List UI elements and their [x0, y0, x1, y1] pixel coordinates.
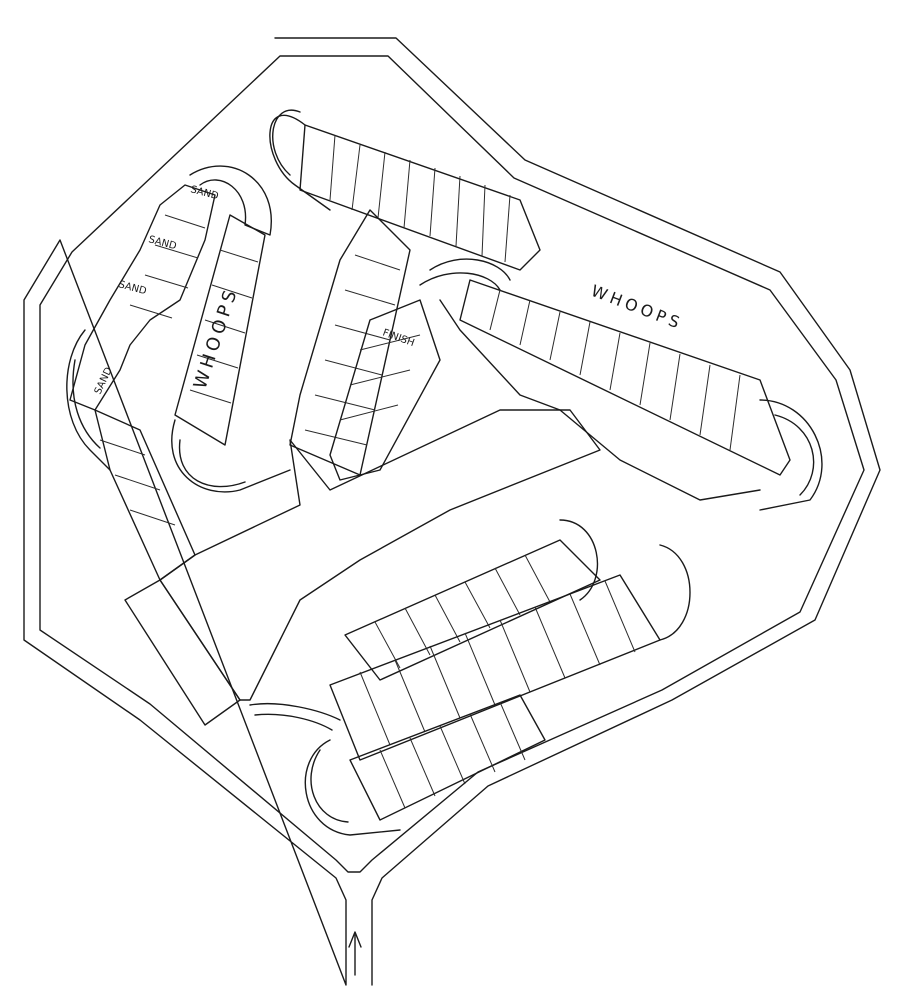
turn-left-top	[189, 165, 272, 236]
sand-section-segments	[129, 214, 206, 319]
whoops-straight-top	[299, 124, 541, 271]
straight-lower-upper	[344, 539, 601, 681]
turn-sand-left	[66, 329, 111, 471]
turn-lower-right	[559, 519, 691, 641]
chute-upper-middle	[289, 209, 411, 476]
straight-lower-bottom-rungs	[379, 701, 526, 809]
turn-bottom-entry	[249, 702, 341, 731]
whoops-right-segments	[489, 289, 741, 451]
chute-upper-middle-rungs	[304, 254, 401, 446]
sand-label-1: SAND	[189, 184, 220, 202]
whoops-label-left: WHOOPS	[190, 284, 243, 391]
sand-label-2: SAND	[147, 234, 178, 252]
whoops-straight-left	[174, 214, 266, 446]
whoops-top-segments	[329, 134, 511, 263]
straight-lower-middle-rungs	[359, 580, 636, 746]
outer-fence-inner-line	[39, 55, 865, 873]
chute-left-lower-rungs	[99, 439, 176, 526]
straight-lower-middle	[329, 574, 661, 761]
entrance-arrow-head	[348, 931, 362, 948]
turn-left-bottom	[171, 419, 291, 493]
finish-label: FINISH	[381, 327, 416, 349]
turn-top-left-berm	[269, 109, 331, 211]
chute-right-to-finish	[439, 299, 761, 501]
sand-label-4: SAND	[93, 365, 115, 396]
sand-section-outline	[69, 184, 216, 411]
straight-lower-bottom	[349, 694, 546, 821]
finish-chute	[329, 299, 441, 481]
turn-bottom-left	[304, 739, 401, 836]
start-gate	[124, 579, 241, 726]
whoops-straight-right	[459, 279, 791, 476]
finish-chute-rungs	[339, 334, 421, 421]
turn-right-far	[759, 399, 823, 511]
outer-fence-outer-line	[23, 37, 881, 986]
sand-label-3: SAND	[117, 279, 148, 297]
whoops-left-segments	[189, 249, 259, 404]
start-straight	[159, 409, 601, 701]
turn-right-upper	[419, 258, 511, 291]
